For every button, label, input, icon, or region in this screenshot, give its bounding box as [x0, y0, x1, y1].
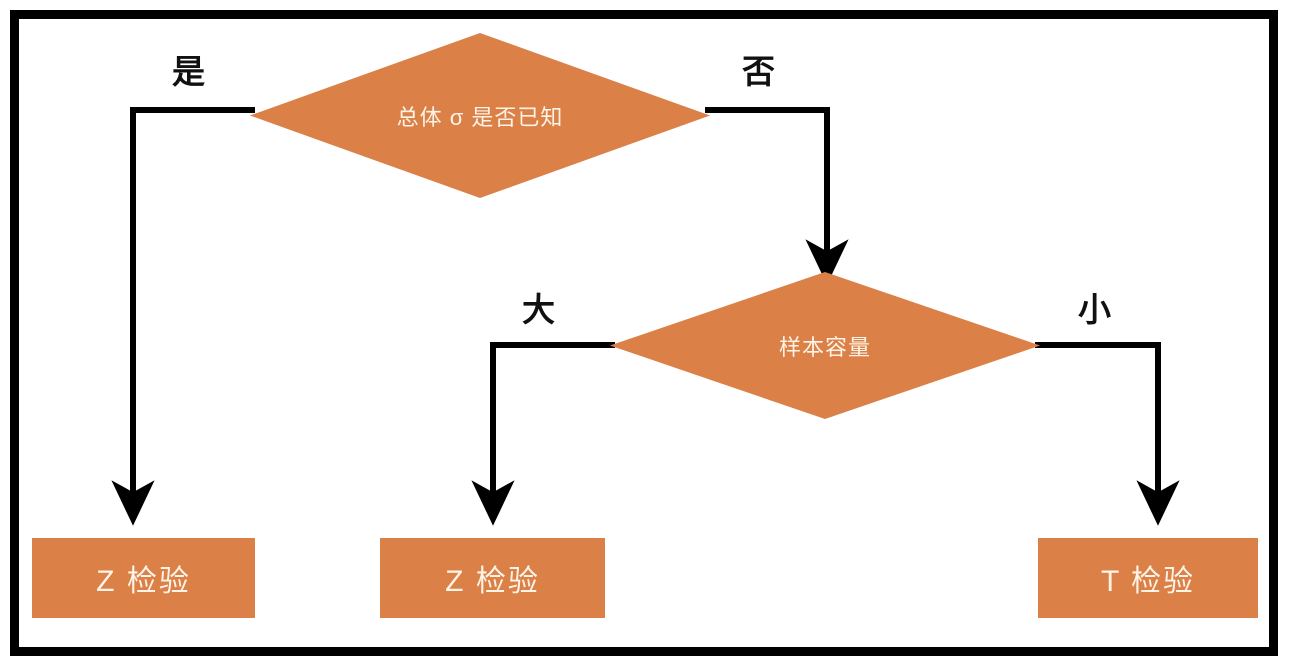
edge-label-no: 否 [742, 53, 775, 90]
edge-yes-line [111, 107, 255, 526]
decision-node-population-sigma-label: 总体 σ 是否已知 [396, 104, 564, 130]
edge-no-line [705, 107, 849, 285]
result-box-t-test-right[interactable]: T 检验 [1038, 538, 1258, 618]
result-box-z-test-middle[interactable]: Z 检验 [380, 538, 605, 618]
decision-node-sample-size-label: 样本容量 [778, 334, 871, 360]
result-box-z-test-left[interactable]: Z 检验 [32, 538, 255, 618]
edge-label-yes: 是 [172, 53, 205, 90]
edge-label-small: 小 [1078, 291, 1111, 328]
edge-small-line [1035, 342, 1180, 526]
result-box-z-test-middle-label: Z 检验 [445, 565, 540, 598]
result-box-z-test-left-label: Z 检验 [96, 565, 191, 598]
edge-label-large: 大 [522, 291, 555, 328]
result-box-t-test-right-label: T 检验 [1100, 565, 1196, 598]
edge-large-line [471, 342, 615, 526]
